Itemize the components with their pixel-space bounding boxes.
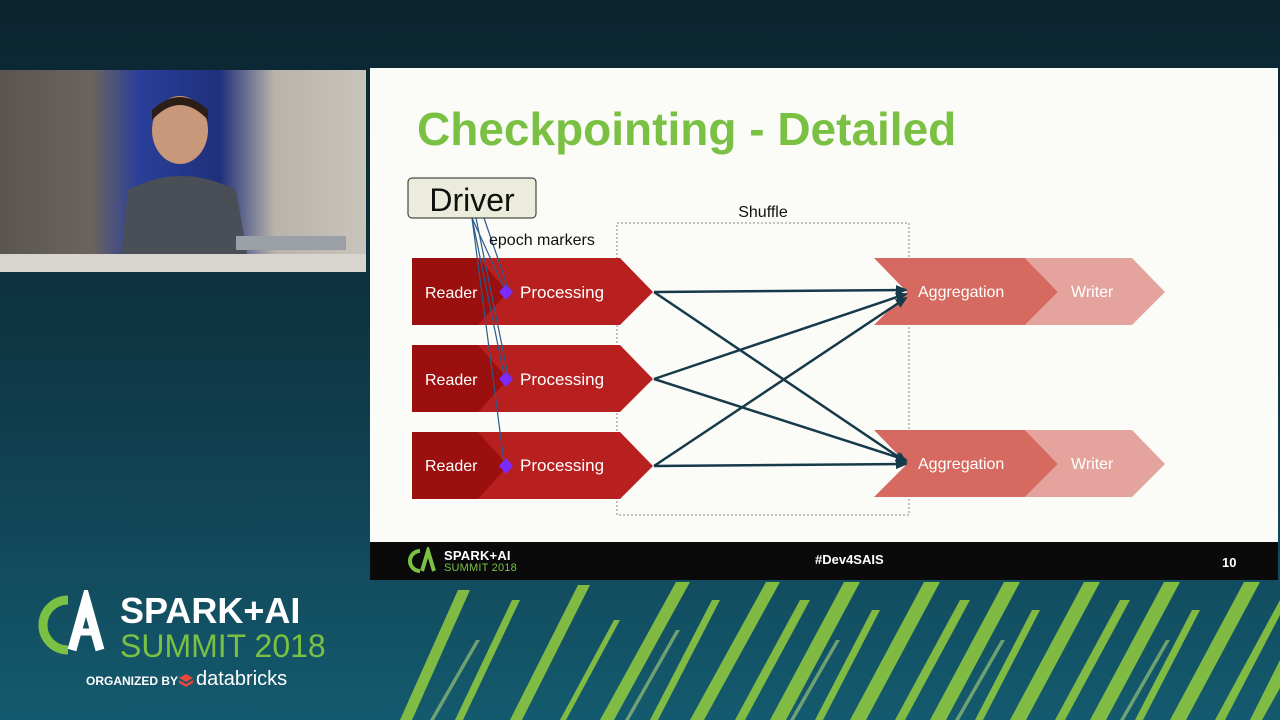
- writer-label: Writer: [1071, 284, 1114, 301]
- pipeline-row-1: Reader Processing: [412, 258, 653, 325]
- databricks-logo-icon: [179, 674, 193, 687]
- processing-stage: [478, 258, 653, 325]
- arrow-p1-a1: [653, 285, 908, 296]
- speaker-video: [0, 70, 366, 272]
- arrow-p3-a1: [653, 296, 908, 468]
- processing-label: Processing: [520, 456, 604, 475]
- spark-ai-logo-icon: [408, 547, 436, 573]
- arrow-p2-a2: [653, 377, 908, 462]
- aggregation-label: Aggregation: [918, 284, 1004, 301]
- epoch-line-1: [471, 217, 505, 289]
- slide-footer: SPARK+AI SUMMIT 2018 #Dev4SAIS 10: [370, 542, 1278, 580]
- processing-stage: [478, 345, 653, 412]
- driver-label: Driver: [429, 182, 515, 218]
- spark-ai-logo-icon: [38, 583, 105, 655]
- conference-branding: SPARK+AI SUMMIT 2018 ORGANIZED BY databr…: [34, 583, 326, 690]
- pipeline-row-3: Reader Processing: [412, 432, 653, 499]
- shuffle-arrows: [653, 285, 908, 470]
- epoch-line-5: [475, 217, 509, 376]
- branding-name: SPARK+AI: [120, 590, 301, 631]
- checkpointing-diagram: Shuffle Reader Processing Reader Process…: [407, 177, 1165, 516]
- processing-label: Processing: [520, 370, 604, 389]
- epoch-line-4: [483, 217, 509, 289]
- page-number: 10: [1222, 555, 1237, 570]
- slide: Checkpointing - Detailed Shuffle Reader …: [370, 68, 1278, 542]
- reader-stage: [412, 345, 510, 412]
- processing-label: Processing: [520, 283, 604, 302]
- slide-title: Checkpointing - Detailed: [417, 103, 957, 155]
- processing-stage: [478, 432, 653, 499]
- arrow-p1-a2: [653, 290, 908, 464]
- epoch-marker: [499, 458, 513, 474]
- epoch-marker: [499, 371, 513, 387]
- epoch-line-3: [471, 217, 505, 463]
- writer-stage: [1025, 258, 1165, 325]
- reader-label: Reader: [425, 458, 478, 475]
- writer-label: Writer: [1071, 456, 1114, 473]
- desk: [0, 254, 366, 272]
- sink-row-1: Aggregation Writer: [874, 258, 1165, 325]
- sink-row-2: Aggregation Writer: [874, 430, 1165, 497]
- driver-box: [407, 177, 537, 219]
- databricks-wordmark: databricks: [196, 668, 288, 690]
- shuffle-region: [616, 222, 910, 516]
- writer-stage: [1025, 430, 1165, 497]
- epoch-markers-label: epoch markers: [489, 232, 595, 249]
- branding-year: SUMMIT 2018: [120, 628, 326, 664]
- arrow-p3-a2: [653, 459, 908, 470]
- epoch-marker: [499, 284, 513, 300]
- aggregation-label: Aggregation: [918, 456, 1004, 473]
- shuffle-label: Shuffle: [738, 204, 788, 221]
- reader-label: Reader: [425, 372, 478, 389]
- pipeline-row-2: Reader Processing: [412, 345, 653, 412]
- footer-brand-year: SUMMIT 2018: [444, 562, 517, 574]
- aggregation-stage: [874, 258, 1058, 325]
- epoch-marker-lines: [471, 217, 509, 463]
- reader-label: Reader: [425, 285, 478, 302]
- footer-brand-name: SPARK+AI: [444, 548, 511, 563]
- footer-hashtag: #Dev4SAIS: [815, 552, 884, 567]
- aggregation-stage: [874, 430, 1058, 497]
- organized-by-label: ORGANIZED BY: [86, 674, 179, 688]
- reader-stage: [412, 258, 510, 325]
- speaker-illustration: [120, 96, 346, 270]
- arrow-p2-a1: [653, 292, 908, 381]
- epoch-line-2: [471, 217, 505, 376]
- reader-stage: [412, 432, 510, 499]
